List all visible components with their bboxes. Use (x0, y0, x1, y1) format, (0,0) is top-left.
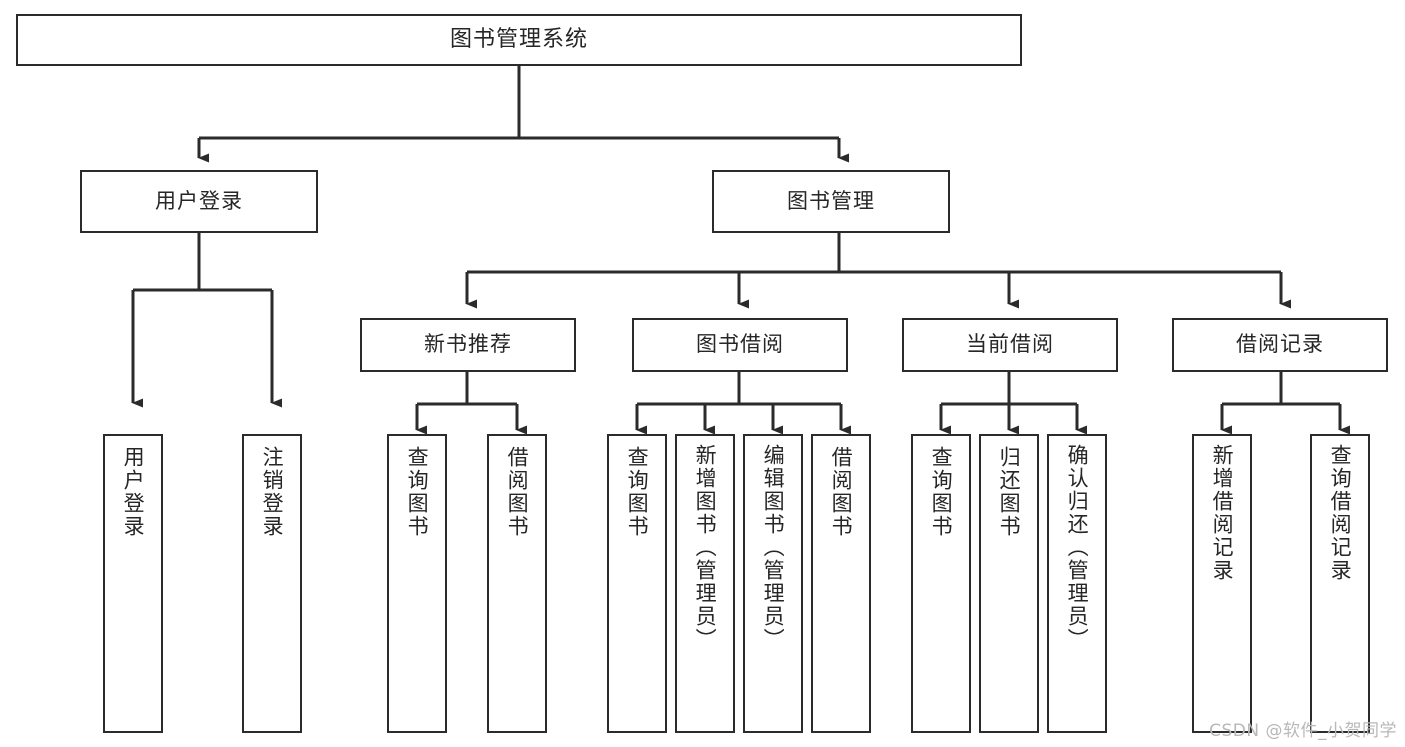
node-leaf-query-book-3[interactable]: 查询图书 (911, 434, 971, 733)
node-leaf-logout[interactable]: 注销登录 (242, 434, 302, 733)
node-current-borrow-label: 当前借阅 (966, 332, 1054, 357)
node-leaf-borrow-book-1-label: 借阅图书 (505, 446, 530, 538)
node-new-book-recommend-label: 新书推荐 (424, 332, 512, 357)
node-leaf-edit-book-label: 编辑图书（管理员） (761, 444, 786, 651)
node-book-borrow[interactable]: 图书借阅 (632, 318, 848, 372)
node-leaf-edit-book[interactable]: 编辑图书（管理员） (743, 434, 803, 733)
node-leaf-add-record[interactable]: 新增借阅记录 (1192, 434, 1252, 733)
node-root-label: 图书管理系统 (449, 26, 588, 52)
node-leaf-borrow-book-2[interactable]: 借阅图书 (811, 434, 871, 733)
watermark-text: CSDN @软件_小贺同学 (1209, 721, 1397, 741)
node-leaf-return-book-label: 归还图书 (997, 446, 1022, 538)
node-leaf-query-record-label: 查询借阅记录 (1328, 444, 1353, 582)
node-leaf-query-record[interactable]: 查询借阅记录 (1310, 434, 1370, 733)
node-book-borrow-label: 图书借阅 (696, 332, 784, 357)
node-leaf-query-book-2-label: 查询图书 (625, 446, 650, 538)
node-leaf-add-book[interactable]: 新增图书（管理员） (675, 434, 735, 733)
node-leaf-query-book-1-label: 查询图书 (405, 446, 430, 538)
node-leaf-confirm-return-label: 确认归还（管理员） (1065, 444, 1090, 651)
node-leaf-borrow-book-2-label: 借阅图书 (829, 446, 854, 538)
node-leaf-query-book-2[interactable]: 查询图书 (607, 434, 667, 733)
node-book-manage[interactable]: 图书管理 (712, 170, 950, 233)
node-leaf-borrow-book-1[interactable]: 借阅图书 (487, 434, 547, 733)
node-user-login[interactable]: 用户登录 (80, 170, 318, 233)
node-leaf-user-login-label: 用户登录 (121, 446, 146, 538)
node-current-borrow[interactable]: 当前借阅 (902, 318, 1118, 372)
node-user-login-label: 用户登录 (155, 188, 243, 213)
node-leaf-confirm-return[interactable]: 确认归还（管理员） (1047, 434, 1107, 733)
node-leaf-add-book-label: 新增图书（管理员） (693, 444, 718, 651)
node-book-manage-label: 图书管理 (787, 188, 875, 213)
node-leaf-logout-label: 注销登录 (260, 446, 285, 538)
node-leaf-query-book-1[interactable]: 查询图书 (387, 434, 447, 733)
node-leaf-user-login[interactable]: 用户登录 (103, 434, 163, 733)
node-borrow-record[interactable]: 借阅记录 (1172, 318, 1388, 372)
node-new-book-recommend[interactable]: 新书推荐 (360, 318, 576, 372)
node-root[interactable]: 图书管理系统 (16, 14, 1022, 66)
node-leaf-add-record-label: 新增借阅记录 (1210, 444, 1235, 582)
node-leaf-query-book-3-label: 查询图书 (929, 446, 954, 538)
node-borrow-record-label: 借阅记录 (1236, 332, 1324, 357)
node-leaf-return-book[interactable]: 归还图书 (979, 434, 1039, 733)
